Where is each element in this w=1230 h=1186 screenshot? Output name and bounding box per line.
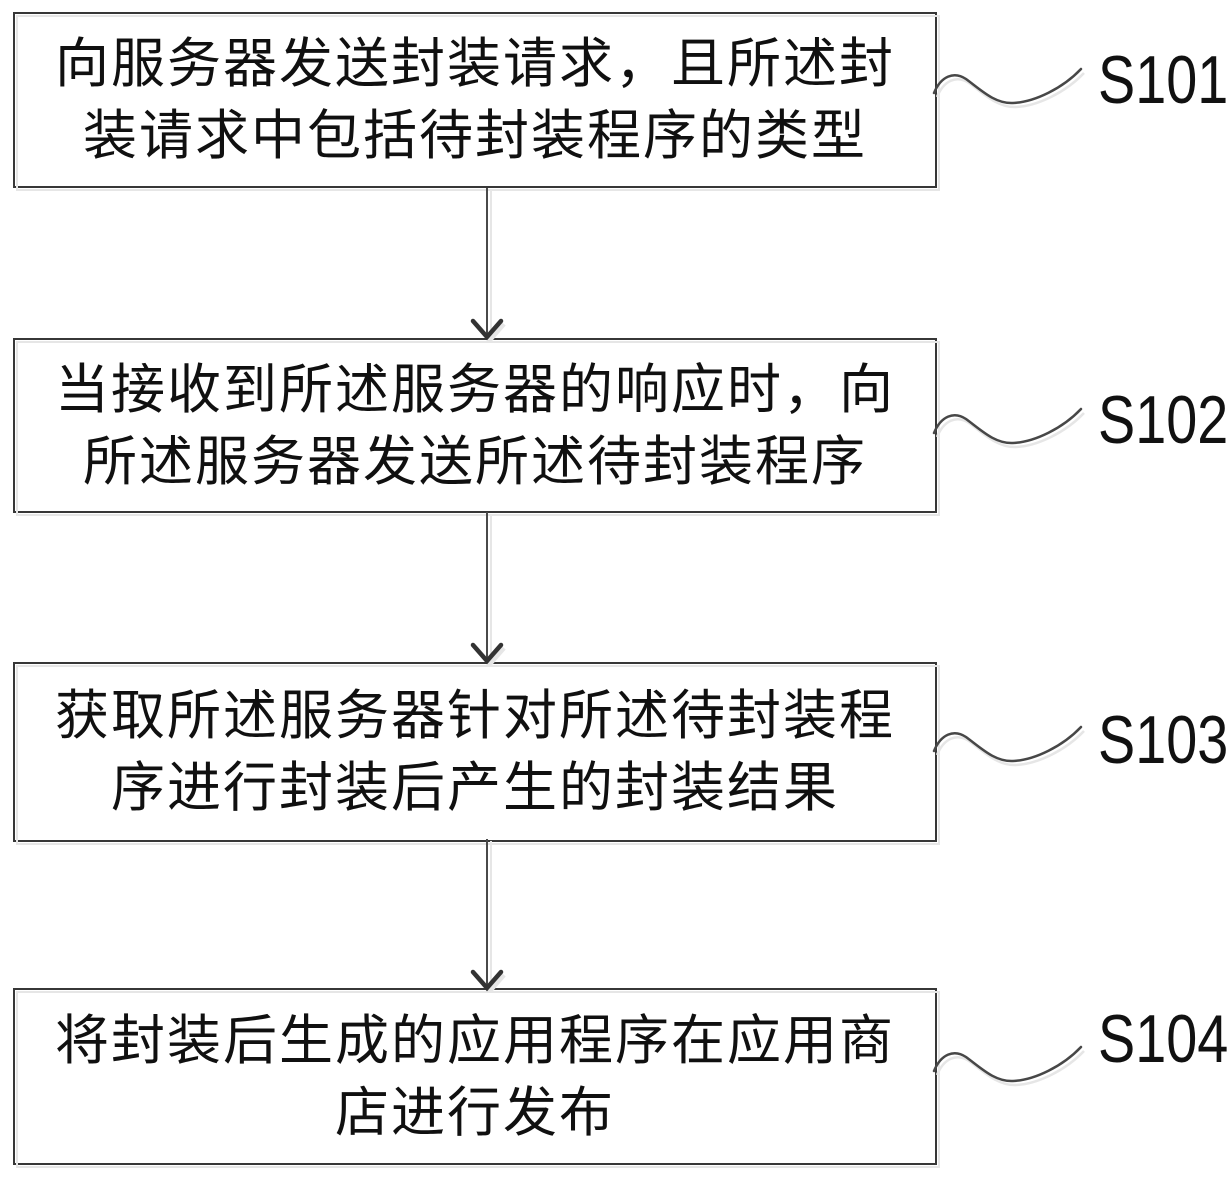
flow-step-2-text-line-1: 当接收到所述服务器的响应时，向: [55, 359, 895, 420]
flow-step-2-text-line-2: 所述服务器发送所述待封装程序: [83, 431, 867, 492]
squiggle-connector-icon-4: [932, 1045, 1085, 1087]
flow-step-box-4: 将封装后生成的应用程序在应用商 店进行发布: [13, 988, 940, 1168]
flow-step-4-text-line-2: 店进行发布: [335, 1082, 615, 1143]
down-arrow-icon-3: [470, 839, 506, 992]
flow-step-box-1: 向服务器发送封装请求，且所述封 装请求中包括待封装程序的类型: [13, 12, 940, 191]
flow-step-3-text-line-2: 序进行封装后产生的封装结果: [111, 758, 839, 818]
squiggle-connector-icon-3: [932, 725, 1085, 767]
step-label-s102: S102: [1098, 382, 1229, 458]
down-arrow-icon-2: [470, 512, 506, 665]
down-arrow-icon-1: [470, 188, 506, 341]
flow-step-box-3: 获取所述服务器针对所述待封装程 序进行封装后产生的封装结果: [13, 662, 940, 845]
flow-step-4-text-line-1: 将封装后生成的应用程序在应用商: [55, 1010, 895, 1071]
flow-step-3-text-line-1: 获取所述服务器针对所述待封装程: [55, 686, 895, 746]
squiggle-connector-icon-1: [932, 67, 1085, 109]
flow-step-1-text-line-1: 向服务器发送封装请求，且所述封: [55, 34, 895, 94]
step-label-s104: S104: [1098, 1001, 1229, 1077]
flow-step-box-2: 当接收到所述服务器的响应时，向 所述服务器发送所述待封装程序: [13, 338, 940, 516]
flow-step-1-text-line-2: 装请求中包括待封装程序的类型: [83, 106, 867, 166]
squiggle-connector-icon-2: [932, 407, 1085, 449]
step-label-s101: S101: [1098, 42, 1229, 118]
step-label-s103: S103: [1098, 702, 1229, 778]
